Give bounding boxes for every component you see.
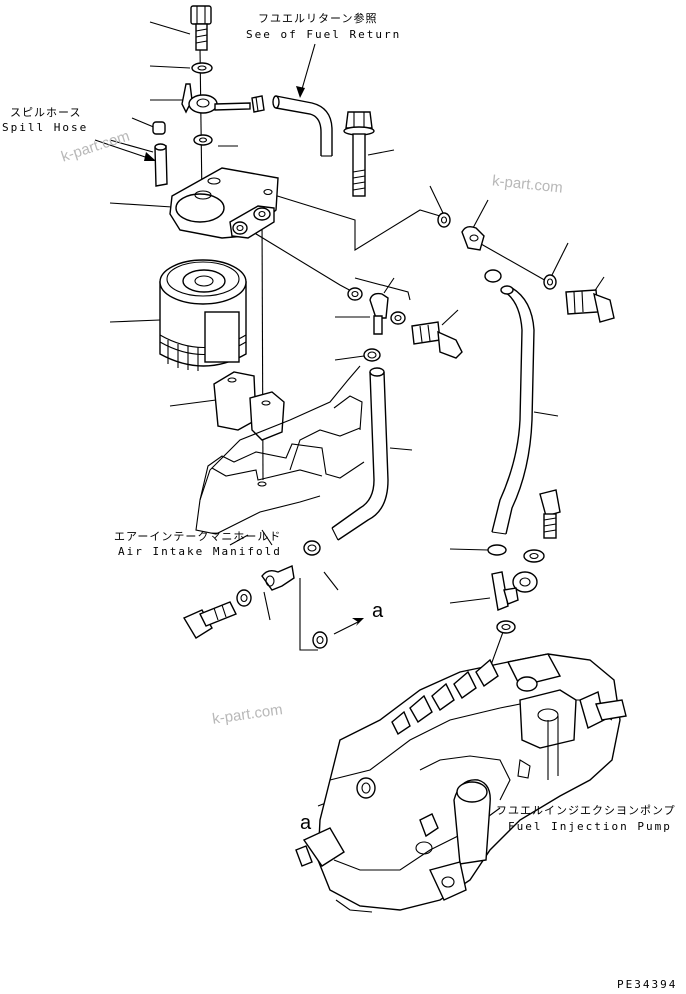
eye-joint [181,83,265,114]
spill-hose-label-jp: スピルホース [10,106,82,119]
washer-left [236,589,252,607]
drawing-code: PE34394 [617,978,678,991]
injection-pump-label-jp: フユエルインジエクシヨンポンプ [496,804,676,817]
fuel-injection-pump [295,653,627,913]
filter-head [169,167,279,239]
long-bolt [343,111,375,197]
callout-leaders [109,21,605,839]
air-intake-label-jp: エアーインテークマニホールド [114,530,282,543]
air-intake-manifold [195,365,365,535]
fuel-return-hose [272,95,333,157]
fuel-hose-left [331,367,389,541]
spill-hose [152,121,213,187]
bolt-right [565,289,615,323]
injection-pump-label-en: Fuel Injection Pump [508,820,672,833]
fuel-return-label-jp: フユエルリターン参照 [258,12,378,25]
bolt-left [182,601,237,639]
mounting-bracket [213,371,285,441]
spill-hose-label-en: Spill Hose [2,121,89,134]
connector-elbow-middle [347,277,411,335]
top-bolt [190,5,212,51]
washer [191,62,213,74]
arrow-a-upper [333,618,364,635]
banjo-fitting-lower-right [491,571,538,611]
marker-a-upper: a [372,600,384,622]
filter-cartridge [159,259,247,371]
banjo-fitting-top-right [461,225,502,283]
marker-a-lower: a [300,812,312,834]
washer-right [543,274,557,290]
washer-top-right [437,212,451,228]
washer-a [312,631,328,649]
fuel-return-label-en: See of Fuel Return [246,28,402,41]
hose-clamp [363,348,381,362]
hollow-bolt-middle [411,321,463,359]
elbow-fitting-left [261,565,295,591]
hollow-bolt-lower-right [539,489,561,539]
hose-clamp-lower [487,544,507,556]
washer-pump-inlet [496,620,516,634]
fuel-hose-right [491,285,535,535]
hose-clamp-left [303,540,321,556]
washer-lower-right [523,549,545,563]
air-intake-label-en: Air Intake Manifold [118,545,282,558]
